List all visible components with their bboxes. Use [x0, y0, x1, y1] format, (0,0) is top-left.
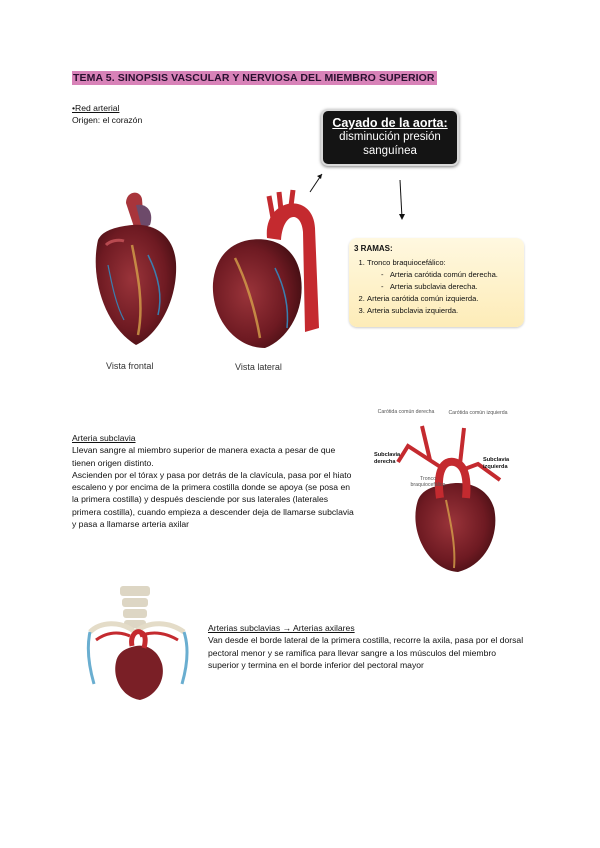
- thorax-diagram-image: [86, 586, 189, 700]
- ramas-item-1: Tronco braquiocefálico: - Arteria caróti…: [367, 257, 524, 293]
- subclavia-p1: Llevan sangre al miembro superior de man…: [72, 445, 336, 468]
- label-subclavia-der: Subclavia derecha: [374, 452, 401, 465]
- label-carotida-der: Carótida común derecha: [377, 409, 435, 415]
- cayado-aorta-callout: Cayado de la aorta: disminución presión …: [321, 109, 459, 166]
- heart-frontal-image: [95, 192, 177, 345]
- red-arterial-origin: Origen: el corazón: [72, 115, 143, 126]
- axilares-section: Arterias subclavias → Arterias axilares …: [208, 622, 528, 671]
- subclavia-heading: Arteria subclavia: [72, 433, 136, 443]
- label-tronco: Tronco braquiocefálico: [410, 476, 446, 488]
- label-vista-frontal: Vista frontal: [106, 361, 154, 371]
- callout-line2: sanguínea: [363, 145, 417, 157]
- ramas-list: Tronco braquiocefálico: - Arteria caróti…: [349, 257, 524, 317]
- subclavia-diagram-image: [396, 425, 502, 572]
- label-carotida-izq: Carótida común izquierda: [448, 410, 508, 416]
- ramas-item-1-text: Tronco braquiocefálico:: [367, 258, 446, 267]
- ramas-sub-2: - Arteria subclavia derecha.: [381, 282, 478, 291]
- axilares-heading: Arterias subclavias → Arterias axilares: [208, 623, 355, 633]
- red-arterial-heading: •Red arterial: [72, 103, 120, 113]
- red-arterial-section: •Red arterial Origen: el corazón: [72, 102, 142, 127]
- callout-line1: disminución presión: [339, 131, 441, 143]
- ramas-box: 3 RAMAS: Tronco braquiocefálico: - Arter…: [349, 238, 524, 327]
- axilares-text: Van desde el borde lateral de la primera…: [208, 635, 524, 670]
- label-vista-lateral: Vista lateral: [235, 362, 282, 372]
- ramas-title: 3 RAMAS:: [354, 244, 393, 253]
- ramas-sub-1: - Arteria carótida común derecha.: [381, 270, 498, 279]
- page-title: TEMA 5. SINOPSIS VASCULAR Y NERVIOSA DEL…: [72, 71, 437, 85]
- ramas-sub-1-text: Arteria carótida común derecha.: [389, 270, 498, 279]
- callout-heading: Cayado de la aorta:: [332, 116, 448, 130]
- heart-lateral-image: [212, 189, 319, 348]
- arrows: [309, 173, 405, 220]
- subclavia-section: Arteria subclavia Llevan sangre al miemb…: [72, 432, 358, 530]
- ramas-item-3: Arteria subclavia izquierda.: [367, 305, 524, 317]
- ramas-item-2: Arteria carótida común izquierda.: [367, 293, 524, 305]
- ramas-sublist: - Arteria carótida común derecha. - Arte…: [367, 269, 524, 293]
- subclavia-p2: Ascienden por el tórax y pasa por detrás…: [72, 469, 354, 530]
- label-subclavia-izq: Subclavia izquierda: [483, 457, 510, 470]
- ramas-sub-2-text: Arteria subclavia derecha.: [389, 282, 478, 291]
